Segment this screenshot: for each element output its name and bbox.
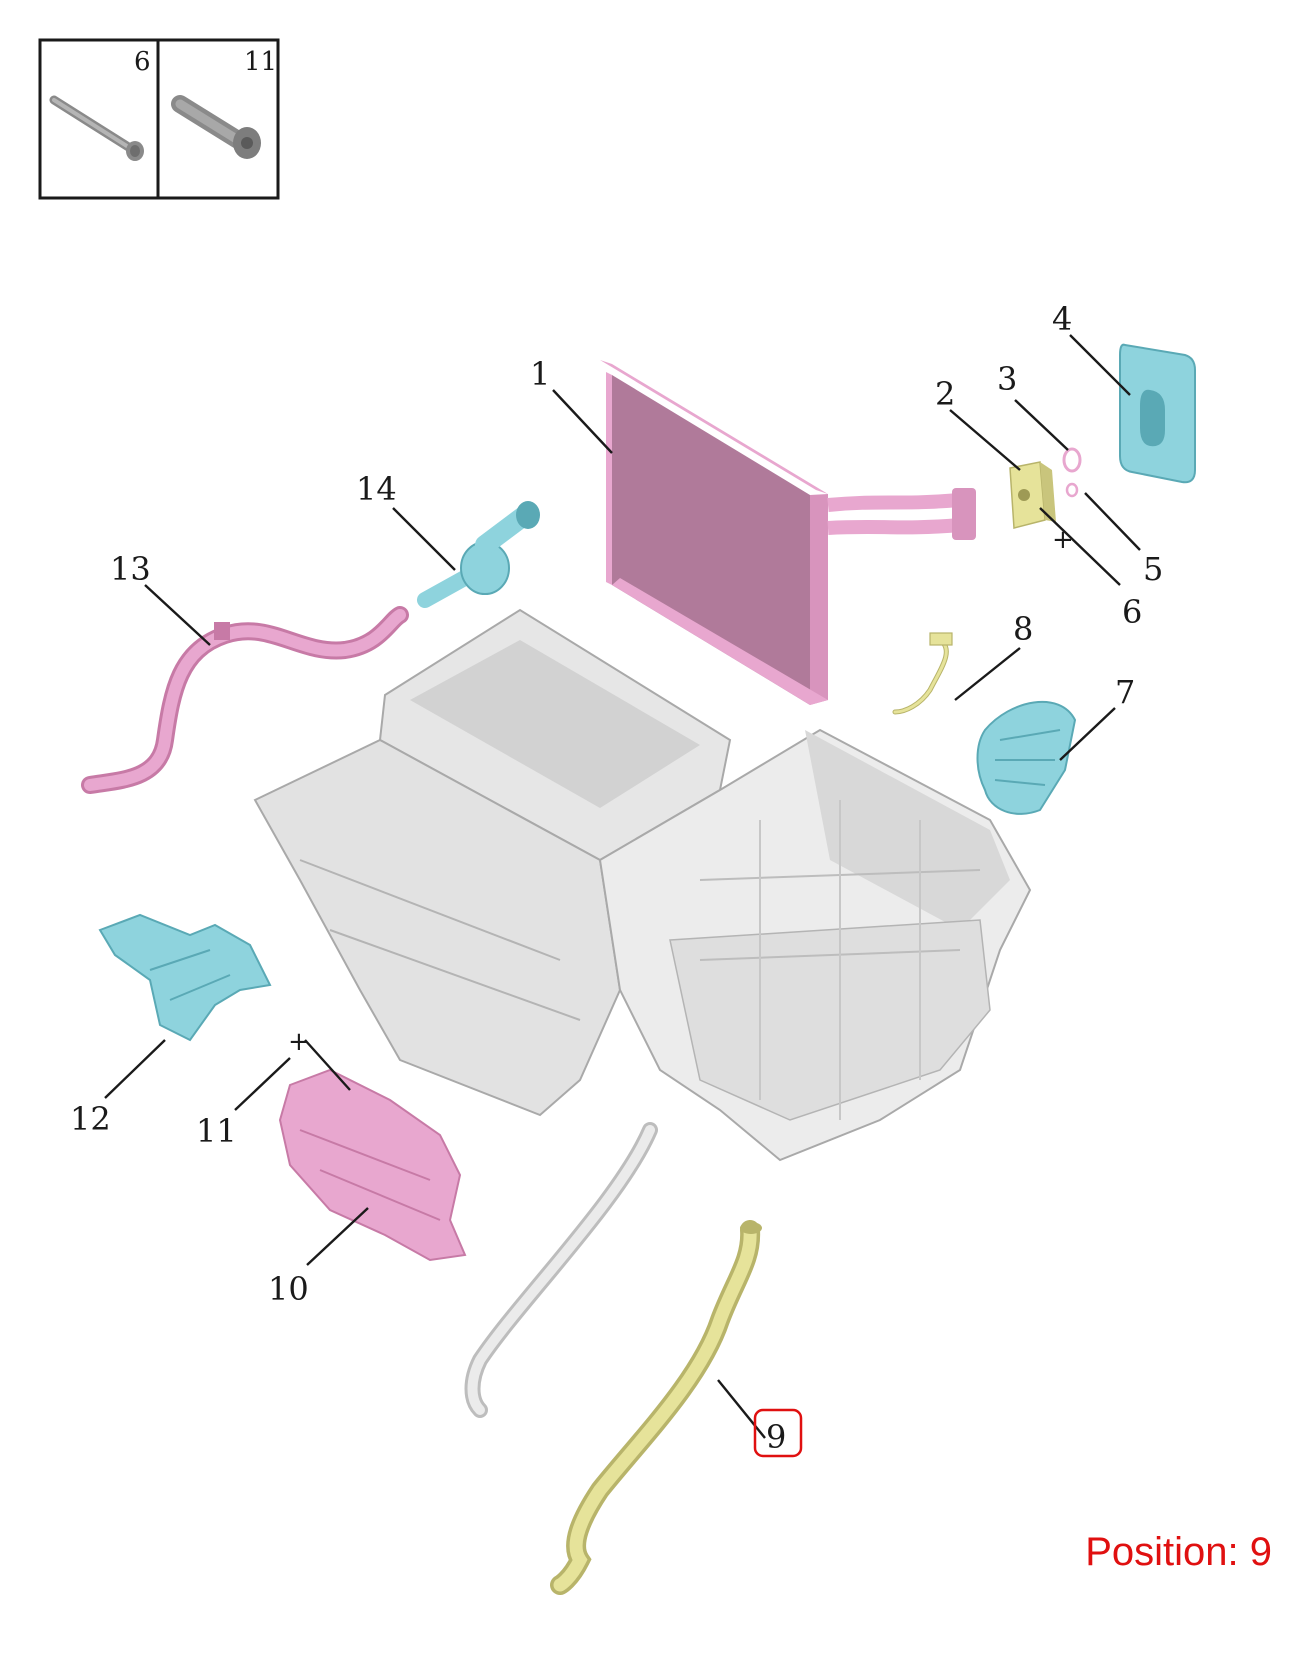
callout-4: 4 [1052, 300, 1072, 338]
callout-14: 14 [356, 470, 397, 508]
callout-2: 2 [935, 375, 955, 413]
drain-hose-upper [81, 606, 409, 794]
fastener-inset: 6 11 [38, 38, 280, 200]
side-duct [98, 913, 272, 1042]
leader-10 [306, 1207, 369, 1266]
mode-actuator [976, 700, 1077, 815]
callout-5: 5 [1143, 550, 1163, 588]
expansion-valve [1009, 461, 1056, 529]
o-ring-large [1062, 447, 1082, 473]
leader-4 [1069, 334, 1131, 396]
fastener-mark-6: + [1052, 525, 1074, 555]
leader-12 [104, 1039, 166, 1099]
leader-2 [949, 409, 1021, 471]
callout-10: 10 [268, 1270, 309, 1308]
callout-6: 6 [1122, 593, 1142, 631]
position-label: Position: 9 [1085, 1530, 1272, 1574]
screw-6-icon [49, 95, 144, 161]
leader-13 [144, 584, 211, 646]
callout-3: 3 [997, 360, 1017, 398]
leader-5 [1084, 492, 1141, 551]
drain-tube-gray [464, 1122, 658, 1418]
callout-12: 12 [70, 1100, 111, 1138]
callout-11: 11 [196, 1112, 237, 1150]
hvac-housing [253, 608, 1032, 1162]
foot-duct [278, 1068, 467, 1262]
temperature-sensor [892, 632, 953, 715]
drain-hose-lower [550, 1220, 762, 1595]
fastener-mark-11: + [288, 1027, 310, 1057]
leader-1 [552, 389, 613, 454]
callout-9-highlight [753, 1408, 803, 1458]
inset-label-11: 11 [244, 47, 277, 77]
inset-label-6: 6 [134, 47, 151, 77]
evaporator-seal-gasket [1119, 343, 1196, 484]
callout-7: 7 [1115, 673, 1135, 711]
leader-11a [234, 1057, 291, 1111]
callout-8: 8 [1013, 610, 1033, 648]
leader-8 [954, 647, 1021, 701]
leader-6 [1039, 507, 1121, 586]
leader-11b [304, 1039, 351, 1091]
leader-7 [1059, 707, 1116, 761]
callout-1: 1 [530, 355, 550, 393]
callout-13: 13 [110, 550, 151, 588]
leader-9 [717, 1379, 766, 1439]
leader-3 [1014, 399, 1069, 451]
hose-connector [417, 501, 540, 608]
callout-9: 9 [766, 1418, 786, 1456]
screw-11-icon [171, 95, 261, 159]
evaporator-core [600, 360, 976, 705]
leader-14 [392, 507, 456, 571]
o-ring-small [1065, 482, 1079, 498]
